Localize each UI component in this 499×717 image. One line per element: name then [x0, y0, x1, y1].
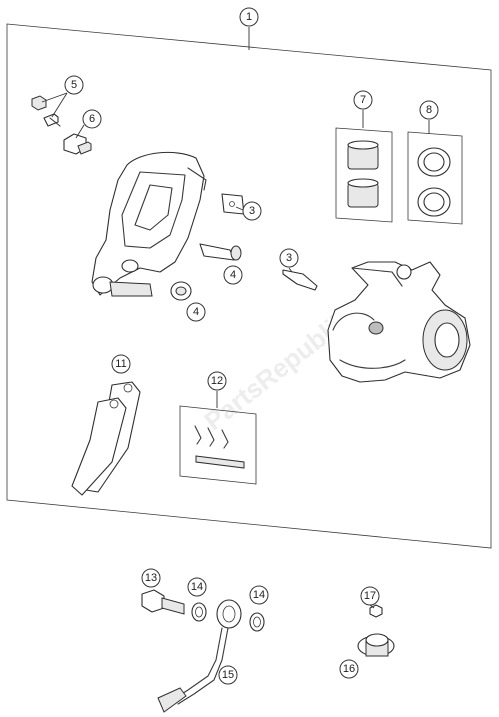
brake-pad-part	[71, 381, 141, 496]
callout-3-upper-label: 3	[249, 205, 255, 217]
callout-1-label: 1	[246, 11, 252, 23]
washer-part-right-inner	[253, 616, 261, 628]
piston-set-part	[335, 127, 393, 223]
callout-14-right: 14	[249, 585, 269, 605]
callout-3-upper: 3	[242, 201, 262, 221]
leader-3b	[288, 267, 293, 273]
callout-4-upper-label: 4	[230, 269, 236, 281]
guide-pin-part	[199, 243, 242, 261]
leader-5b	[51, 92, 68, 118]
callout-16: 16	[339, 659, 359, 679]
leader-3a	[235, 206, 244, 211]
callout-14-left-label: 14	[191, 581, 203, 593]
callout-12: 12	[207, 371, 227, 391]
callout-4-upper: 4	[223, 265, 243, 285]
caliper-bracket-part	[91, 151, 207, 297]
banjo-nut-part	[63, 133, 92, 155]
callout-17: 17	[360, 586, 380, 606]
callout-14-left: 14	[187, 577, 207, 597]
bleeder-part	[369, 604, 383, 618]
leader-6	[75, 124, 85, 139]
callout-11: 11	[111, 354, 131, 374]
callout-6: 6	[82, 109, 102, 129]
plug-screw-part	[357, 633, 395, 657]
callout-16-label: 16	[343, 663, 355, 675]
callout-15: 15	[218, 665, 238, 685]
caliper-housing-part	[327, 261, 471, 383]
brake-line-part	[157, 599, 242, 713]
callout-15-label: 15	[222, 669, 234, 681]
callout-3-lower: 3	[279, 248, 299, 268]
callout-4-lower-label: 4	[193, 306, 199, 318]
washer-part-right	[249, 612, 265, 632]
leader-17	[369, 604, 375, 609]
callout-13: 13	[141, 568, 161, 588]
banjo-bolt-part	[141, 589, 185, 615]
washer-part-left-inner	[195, 606, 203, 618]
bleed-screw-part	[31, 95, 61, 127]
pad-spring-part-lower	[282, 269, 318, 291]
callout-4-lower: 4	[186, 302, 206, 322]
callout-8-label: 8	[426, 104, 432, 116]
seal-set-part	[407, 131, 463, 225]
pad-spring-part-upper	[221, 193, 245, 215]
callout-17-label: 17	[364, 590, 376, 602]
dust-boot-part	[170, 281, 192, 301]
callout-7: 7	[353, 90, 373, 110]
callout-5-label: 5	[71, 79, 77, 91]
callout-8: 8	[419, 100, 439, 120]
leader-5a	[41, 92, 68, 103]
callout-1: 1	[239, 7, 259, 27]
callout-5: 5	[64, 75, 84, 95]
washer-part-left	[191, 602, 207, 622]
callout-12-label: 12	[211, 375, 223, 387]
callout-3-lower-label: 3	[286, 252, 292, 264]
callout-13-label: 13	[145, 572, 157, 584]
callout-6-label: 6	[89, 113, 95, 125]
pin-kit-part	[179, 405, 257, 485]
callout-7-label: 7	[360, 94, 366, 106]
callout-11-label: 11	[115, 358, 126, 370]
callout-14-right-label: 14	[253, 589, 265, 601]
assembly-boundary	[6, 23, 492, 549]
